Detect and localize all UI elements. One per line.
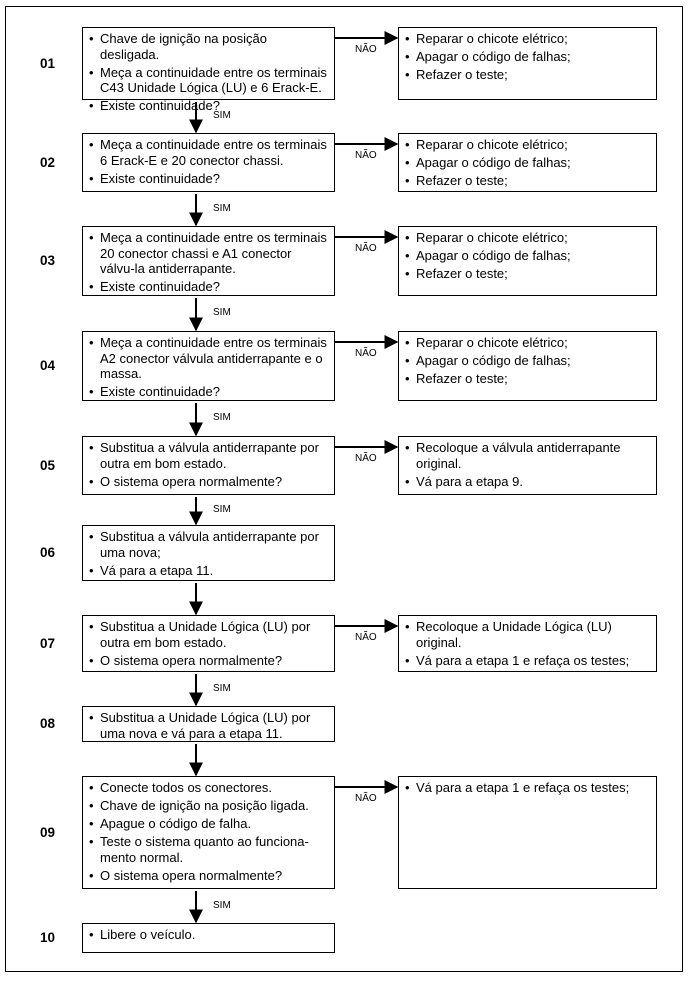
- step-number: 01: [40, 55, 56, 71]
- step-box: Chave de ignição na posição desligada.Me…: [82, 27, 335, 113]
- step-item: Substitua a válvula antiderrapante por o…: [89, 440, 328, 471]
- step-item: Apague o código de falha.: [89, 816, 328, 832]
- no-branch-item: Refazer o teste;: [405, 266, 650, 282]
- step-item: Meça a continuidade entre os terminais A…: [89, 335, 328, 382]
- step-item: Existe continuidade?: [89, 384, 328, 400]
- step-item: O sistema opera normalmente?: [89, 868, 328, 884]
- no-branch-item: Apagar o código de falhas;: [405, 248, 650, 264]
- no-label: NÃO: [355, 453, 377, 464]
- step-box: Conecte todos os conectores. Chave de ign…: [82, 776, 335, 889]
- step-number: 06: [40, 545, 56, 560]
- no-branch-item: Refazer o teste;: [405, 173, 650, 189]
- step-box: Substitua a válvula antiderrapante por o…: [82, 436, 335, 495]
- step-item: Meça a continuidade entre os terminais 6…: [89, 137, 328, 168]
- step-number: 07: [40, 635, 56, 651]
- no-branch-box: Reparar o chicote elétrico; Apagar o códi…: [398, 331, 657, 401]
- step-number: 04: [40, 358, 56, 373]
- no-branch-item: Refazer o teste;: [405, 371, 650, 387]
- no-label: NÃO: [355, 150, 377, 161]
- step-box: Substitua a Unidade Lógica (LU) por uma …: [82, 706, 335, 742]
- step-box: Meça a continuidade entre os terminais 6…: [82, 133, 335, 192]
- step-number: 09: [40, 824, 56, 840]
- no-branch-item: Apagar o código de falhas;: [405, 49, 650, 65]
- no-branch-item: Reparar o chicote elétrico;: [405, 137, 650, 153]
- no-label: NÃO: [355, 632, 377, 643]
- step-item: Vá para a etapa 11.: [89, 563, 328, 579]
- step-number: 10: [40, 930, 56, 945]
- no-label: NÃO: [355, 348, 377, 359]
- no-branch-item: Reparar o chicote elétrico;: [405, 230, 650, 246]
- step-number: 02: [40, 154, 56, 170]
- step-item: Chave de ignição na posição desligada.: [89, 31, 328, 62]
- no-branch-item: Reparar o chicote elétrico;: [405, 31, 650, 47]
- step-item: O sistema opera normalmente?: [89, 653, 328, 669]
- no-branch-item: Vá para a etapa 1 e refaça os testes;: [405, 653, 650, 669]
- yes-label: SIM: [213, 202, 231, 214]
- step-item: Substitua a Unidade Lógica (LU) por uma …: [89, 710, 328, 741]
- step-number: 08: [40, 716, 56, 731]
- no-label: NÃO: [355, 243, 377, 254]
- step-box: Substitua a Unidade Lógica (LU) por outr…: [82, 615, 335, 672]
- step-item: Chave de ignição na posição ligada.: [89, 798, 328, 814]
- no-branch-item: Apagar o código de falhas;: [405, 353, 650, 369]
- step-item: Libere o veículo.: [89, 927, 328, 943]
- no-branch-item: Vá para a etapa 9.: [405, 474, 650, 490]
- no-branch-item: Refazer o teste;: [405, 67, 650, 83]
- step-item: Meça a continuidade entre os terminais 2…: [89, 230, 328, 277]
- step-item: Conecte todos os conectores.: [89, 780, 328, 796]
- step-item: O sistema opera normalmente?: [89, 474, 328, 490]
- step-item: Existe continuidade?: [89, 171, 328, 187]
- diagram-frame: [5, 6, 683, 972]
- no-label: NÃO: [355, 793, 377, 804]
- no-branch-box: Reparar o chicote elétrico; Apagar o códi…: [398, 27, 657, 100]
- no-label: NÃO: [355, 44, 377, 55]
- step-box: Meça a continuidade entre os terminais A…: [82, 331, 335, 401]
- step-item: Existe continuidade?: [89, 98, 328, 114]
- step-box: Meça a continuidade entre os terminais 2…: [82, 226, 335, 296]
- step-item: Substitua a Unidade Lógica (LU) por outr…: [89, 619, 328, 650]
- no-branch-item: Vá para a etapa 1 e refaça os testes;: [405, 780, 650, 796]
- yes-label: SIM: [213, 682, 231, 694]
- step-item: Existe continuidade?: [89, 279, 328, 295]
- step-box: Libere o veículo.: [82, 923, 335, 953]
- yes-label: SIM: [213, 110, 231, 121]
- no-branch-item: Recoloque a válvula antiderrapante origi…: [405, 440, 650, 471]
- no-branch-box: Reparar o chicote elétrico; Apagar o códi…: [398, 133, 657, 192]
- step-number: 03: [40, 253, 56, 268]
- step-item: Substitua a válvula antiderrapante por u…: [89, 529, 328, 560]
- step-item: Meça a continuidade entre os terminais C…: [89, 65, 328, 96]
- no-branch-box: Recoloque a válvula antiderrapante origi…: [398, 436, 657, 495]
- yes-label: SIM: [213, 307, 231, 318]
- no-branch-item: Apagar o código de falhas;: [405, 155, 650, 171]
- yes-label: SIM: [213, 412, 231, 423]
- step-box: Substitua a válvula antiderrapante por u…: [82, 525, 335, 581]
- no-branch-box: Vá para a etapa 1 e refaça os testes;: [398, 776, 657, 889]
- no-branch-item: Reparar o chicote elétrico;: [405, 335, 650, 351]
- no-branch-box: Reparar o chicote elétrico; Apagar o códi…: [398, 226, 657, 296]
- yes-label: SIM: [213, 503, 231, 515]
- step-item: Teste o sistema quanto ao funciona-mento…: [89, 834, 328, 865]
- no-branch-item: Recoloque a Unidade Lógica (LU) original…: [405, 619, 650, 650]
- no-branch-box: Recoloque a Unidade Lógica (LU) original…: [398, 615, 657, 672]
- yes-label: SIM: [213, 899, 231, 911]
- step-number: 05: [40, 457, 56, 473]
